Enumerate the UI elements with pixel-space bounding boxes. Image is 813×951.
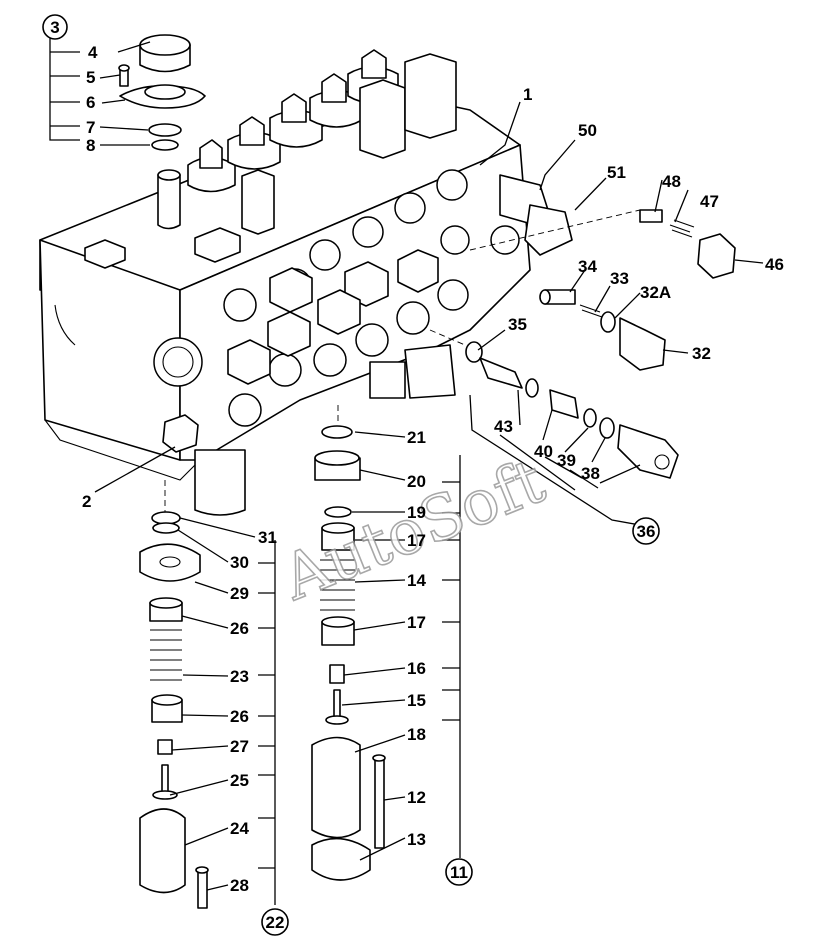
callout-21: 21 <box>407 428 426 447</box>
callout-11: 11 <box>450 863 468 882</box>
callout-12: 12 <box>407 788 426 807</box>
callout-5: 5 <box>86 68 95 87</box>
callout-27: 27 <box>230 737 249 756</box>
middle-stack-parts <box>311 425 386 881</box>
leader-lines <box>94 41 764 891</box>
callout-4: 4 <box>88 43 98 62</box>
callout-36: 36 <box>637 522 656 541</box>
callout-31: 31 <box>258 528 277 547</box>
callout-20: 20 <box>407 472 426 491</box>
callout-13: 13 <box>407 830 426 849</box>
callout-26-bottom: 26 <box>230 707 249 726</box>
callout-19: 19 <box>407 503 426 522</box>
callout-labels: 3 4 5 6 7 8 1 50 51 2 48 47 46 34 33 32A… <box>42 14 784 936</box>
callout-7: 7 <box>86 118 95 137</box>
callout-22: 22 <box>266 913 285 932</box>
callout-33: 33 <box>610 269 629 288</box>
callout-8: 8 <box>86 136 95 155</box>
callout-39: 39 <box>557 451 576 470</box>
callout-23: 23 <box>230 667 249 686</box>
callout-18: 18 <box>407 725 426 744</box>
callout-6: 6 <box>86 93 95 112</box>
callout-1: 1 <box>523 85 532 104</box>
callout-35: 35 <box>508 315 527 334</box>
callout-17-mid: 17 <box>407 613 426 632</box>
callout-46: 46 <box>765 255 784 274</box>
group-brackets <box>49 30 641 905</box>
callout-3: 3 <box>50 18 59 37</box>
callout-17-top: 17 <box>407 531 426 550</box>
face-hex-plugs <box>227 249 439 385</box>
spool-caps <box>157 49 457 235</box>
callout-34: 34 <box>578 257 597 276</box>
top-seal-group <box>118 34 206 151</box>
relief-valve-parts <box>465 209 736 479</box>
callout-48: 48 <box>662 172 681 191</box>
callout-38: 38 <box>581 464 600 483</box>
callout-28: 28 <box>230 876 249 895</box>
callout-40: 40 <box>534 442 553 461</box>
callout-47: 47 <box>700 192 719 211</box>
valve-body <box>39 49 573 516</box>
callout-51: 51 <box>607 163 626 182</box>
callout-2: 2 <box>82 492 91 511</box>
left-stack-parts <box>139 511 209 909</box>
callout-25: 25 <box>230 771 249 790</box>
callout-16: 16 <box>407 659 426 678</box>
callout-26-top: 26 <box>230 619 249 638</box>
callout-14: 14 <box>407 571 426 590</box>
callout-32A: 32A <box>640 283 671 302</box>
callout-24: 24 <box>230 819 249 838</box>
callout-29: 29 <box>230 584 249 603</box>
callout-15: 15 <box>407 691 426 710</box>
callout-32: 32 <box>692 344 711 363</box>
callout-43: 43 <box>494 417 513 436</box>
callout-50: 50 <box>578 121 597 140</box>
callout-30: 30 <box>230 553 249 572</box>
